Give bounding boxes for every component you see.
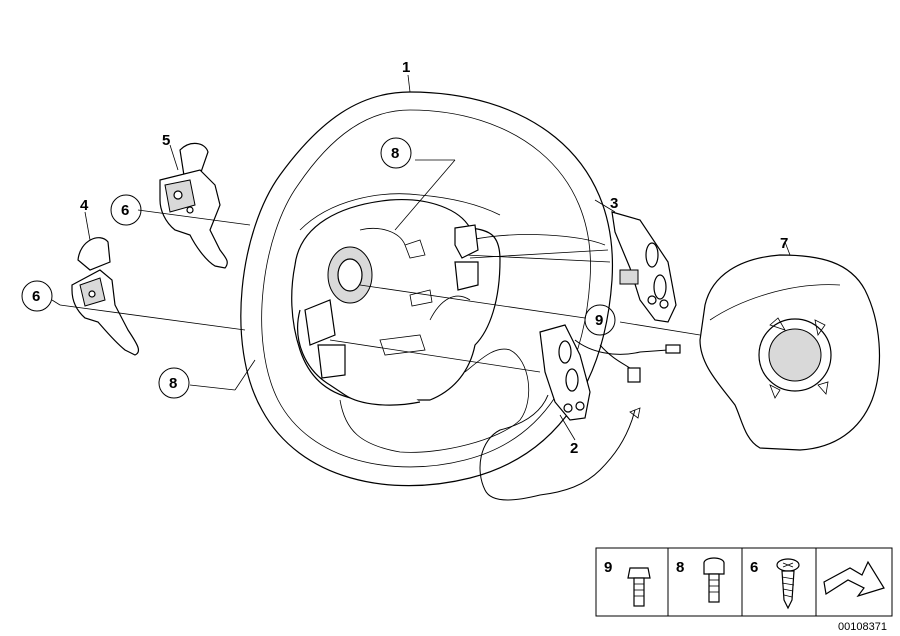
shift-paddle-upper [159,142,228,269]
switch-panel-right [611,211,677,323]
callout-2: 2 [570,440,578,457]
callout-6-upper: 6 [121,202,129,219]
legend-label-6: 6 [750,559,758,576]
diagram-code: 00108371 [838,621,887,633]
legend-label-9: 9 [604,559,612,576]
callout-4: 4 [80,197,89,214]
self-tapping-screw-icon [776,558,800,610]
callout-8-upper: 8 [391,145,399,162]
leader-lines [51,74,791,441]
callout-6-lower: 6 [32,288,40,305]
callout-7: 7 [780,235,788,252]
hex-bolt-icon [627,567,651,607]
fastener-legend: 9 8 6 [595,547,893,617]
steering-wheel [240,91,613,487]
legend-label-8: 8 [676,559,684,576]
callout-5: 5 [162,132,170,149]
callout-9: 9 [595,312,603,329]
switch-panel-left-with-cable [479,324,681,501]
callout-1: 1 [402,59,410,76]
callout-3: 3 [610,195,618,212]
arrow-icon [823,560,885,598]
airbag-module [699,254,881,451]
torx-bolt-icon [703,557,725,603]
callout-8-lower: 8 [169,375,177,392]
shift-paddle-lower [71,237,140,356]
